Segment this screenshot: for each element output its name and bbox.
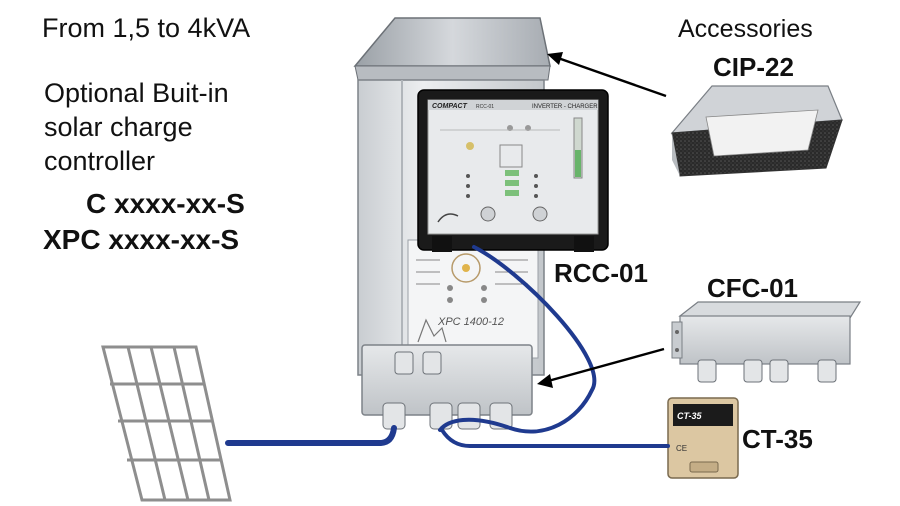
panel-brand: COMPACT (432, 103, 468, 110)
panel-model-code: RCC-01 (476, 104, 494, 110)
svg-text:CE: CE (676, 444, 687, 453)
device-model-label: XPC 1400-12 (437, 316, 504, 328)
cfc-01-box (671, 301, 862, 383)
rcc-01-label: RCC-01 (554, 258, 648, 288)
option-line-3: controller (44, 146, 156, 176)
accessories-heading: Accessories (678, 15, 813, 43)
cip-22-hood (670, 85, 843, 177)
cables (225, 245, 670, 448)
xpc-model-code: XPC xxxx-xx-S (43, 224, 240, 255)
option-line-2: solar charge (44, 112, 193, 142)
solar-panel (101, 345, 232, 502)
option-line-1: Optional Buit-in (44, 78, 229, 108)
arrows (537, 52, 667, 388)
optional-feature-text: Optional Buit-in solar charge controller (44, 76, 229, 178)
panel-title: INVERTER - CHARGER (532, 104, 598, 110)
capacity-headline: From 1,5 to 4kVA (42, 13, 251, 43)
ct-35-sensor: CT-35 CE (667, 397, 739, 479)
cip-22-label: CIP-22 (713, 52, 794, 82)
cfc-01-label: CFC-01 (707, 273, 799, 303)
c-model-code: C xxxx-xx-S (86, 188, 245, 219)
ct-sensor-label: CT-35 (677, 411, 703, 421)
ct-35-label: CT-35 (742, 424, 813, 454)
remote-control-panel: COMPACT RCC-01 INVERTER - CHARGER (417, 89, 609, 252)
